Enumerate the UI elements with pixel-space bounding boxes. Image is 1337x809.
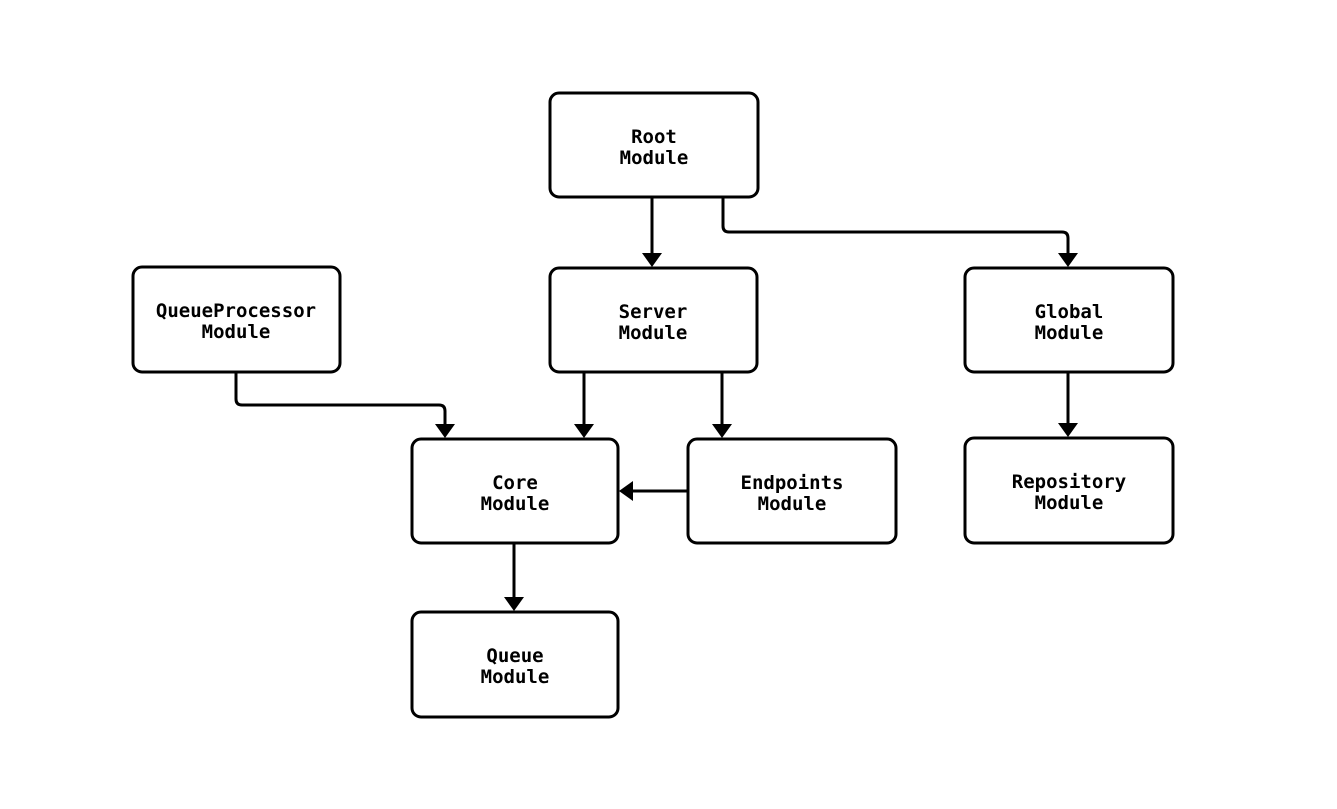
node-endpoints-module-box [686, 437, 898, 545]
node-repository-module-label-line2: Module [1035, 492, 1104, 514]
node-endpoints-module-label-line1: Endpoints [741, 472, 844, 494]
node-queue-module: Queue Module [410, 610, 620, 719]
node-endpoints-module: Endpoints Module [686, 437, 898, 545]
edge-server-to-endpoints-arrowhead-icon [712, 424, 732, 438]
node-root-module-label-line2: Module [620, 147, 689, 169]
edge-global-to-repository [1058, 372, 1078, 437]
node-core-module-label-line2: Module [481, 493, 550, 515]
node-core-module-label-line1: Core [492, 472, 538, 494]
node-queue-module-label-line2: Module [481, 666, 550, 688]
node-root-module-label-line1: Root [631, 126, 677, 148]
node-repository-module: Repository Module [963, 436, 1175, 545]
edge-root-to-server-arrowhead-icon [642, 253, 662, 267]
node-queueprocessor-module-box [131, 265, 342, 374]
edge-queueprocessor-to-core [234, 372, 455, 438]
edge-endpoints-to-core [619, 481, 688, 501]
edge-core-to-queue-arrowhead-icon [504, 597, 524, 611]
node-global-module-label-line1: Global [1035, 301, 1104, 323]
edge-server-to-core-arrowhead-icon [574, 424, 594, 438]
edge-global-to-repository-arrowhead-icon [1058, 423, 1078, 437]
node-queueprocessor-module: QueueProcessor Module [131, 265, 342, 374]
node-server-module-label-line2: Module [619, 322, 688, 344]
node-root-module: Root Module [548, 91, 760, 199]
node-queue-module-box [410, 610, 620, 719]
edge-root-to-server [642, 197, 662, 267]
node-queueprocessor-module-label-line1: QueueProcessor [156, 300, 316, 322]
edge-root-to-global-arrowhead-icon [1058, 253, 1078, 267]
node-global-module-box [963, 266, 1175, 374]
node-endpoints-module-label-line2: Module [758, 493, 827, 515]
edge-root-to-global [721, 197, 1078, 267]
edge-core-to-queue [504, 543, 524, 611]
edge-root-to-global-line [721, 197, 1070, 254]
edge-queueprocessor-to-core-line [234, 372, 447, 425]
node-server-module: Server Module [548, 266, 759, 374]
node-core-module-box [410, 437, 620, 545]
edge-server-to-core [574, 372, 594, 438]
edge-endpoints-to-core-arrowhead-icon [619, 481, 633, 501]
node-queueprocessor-module-label-line2: Module [202, 321, 271, 343]
node-global-module: Global Module [963, 266, 1175, 374]
edge-server-to-endpoints [712, 372, 732, 438]
node-root-module-box [548, 91, 760, 199]
node-server-module-box [548, 266, 759, 374]
node-server-module-label-line1: Server [619, 301, 688, 323]
node-repository-module-box [963, 436, 1175, 545]
node-global-module-label-line2: Module [1035, 322, 1104, 344]
node-repository-module-label-line1: Repository [1012, 471, 1126, 493]
node-queue-module-label-line1: Queue [486, 645, 543, 667]
node-core-module: Core Module [410, 437, 620, 545]
edge-queueprocessor-to-core-arrowhead-icon [435, 424, 455, 438]
